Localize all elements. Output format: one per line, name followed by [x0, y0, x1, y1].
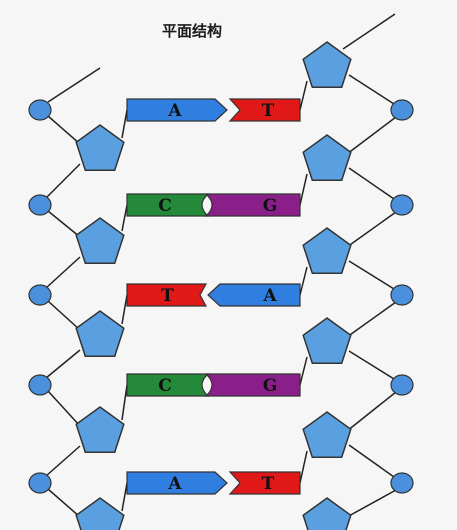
backbone-left [45, 256, 81, 289]
base-A-left [126, 471, 228, 495]
backbone-right [346, 211, 397, 248]
base-label-left: C [158, 196, 172, 216]
glycosidic-right [299, 450, 308, 484]
glycosidic-left [121, 482, 128, 512]
backbone-right [346, 116, 397, 155]
phosphate-right [390, 194, 414, 216]
base-G-right [204, 193, 301, 217]
backbone-left [45, 163, 81, 199]
backbone-right [346, 391, 397, 432]
backbone-left [47, 488, 81, 518]
backbone-right [348, 74, 395, 105]
base-pairs: A T C G T A C G A T [126, 98, 301, 495]
phosphate-left [28, 99, 52, 121]
base-label-left: A [167, 474, 182, 494]
sugar-left [75, 497, 125, 530]
glycosidic-left [121, 384, 128, 421]
backbone-left [45, 349, 81, 379]
sugar-right [302, 134, 352, 181]
sugar-right [302, 227, 352, 274]
backbone-tail-left [47, 67, 101, 103]
phosphates [28, 99, 414, 494]
sugar-right [302, 41, 352, 88]
phosphate-right [390, 99, 414, 121]
base-label-right: G [263, 376, 278, 396]
backbone-right [348, 444, 395, 478]
sugar-left [75, 124, 125, 171]
phosphate-right [390, 472, 414, 494]
base-label-right: A [262, 286, 277, 306]
glycosidic-left [121, 109, 128, 139]
sugar-right [302, 411, 352, 458]
sugar-right [302, 317, 352, 364]
diagram-title: 平面结构 [162, 22, 222, 40]
glycosidic-left [121, 204, 128, 232]
sugar-left [75, 310, 125, 357]
backbone-right [346, 489, 397, 518]
backbone-left [47, 390, 81, 427]
base-label-right: T [262, 101, 275, 121]
base-label-left: T [161, 286, 174, 306]
sugars [75, 41, 352, 530]
backbone-lines [45, 13, 397, 518]
base-label-left: A [167, 101, 182, 121]
phosphate-left [28, 284, 52, 306]
glycosidic-left [121, 294, 128, 325]
base-label-right: G [263, 196, 278, 216]
base-T-right [228, 98, 301, 122]
backbone-left [47, 115, 81, 145]
base-G-right [204, 373, 301, 397]
backbone-tail-right [342, 13, 396, 50]
backbone-left [47, 210, 81, 238]
base-T-left [126, 283, 208, 307]
base-label-left: C [158, 376, 172, 396]
base-T-right [228, 471, 301, 495]
phosphate-right [390, 284, 414, 306]
backbone-right [348, 260, 395, 290]
phosphate-left [28, 472, 52, 494]
backbone-right [348, 167, 395, 200]
sugar-left [75, 406, 125, 453]
base-label-right: T [262, 474, 275, 494]
glycosidic-right [299, 173, 308, 206]
backbone-right [346, 301, 397, 338]
glycosidic-right [299, 80, 308, 111]
glycosidic-right [299, 356, 308, 386]
backbone-right [348, 350, 395, 380]
sugar-right [302, 497, 352, 530]
base-A-right [207, 283, 301, 307]
backbone-left [45, 445, 81, 477]
phosphate-right [390, 374, 414, 396]
phosphate-left [28, 374, 52, 396]
backbone-left [47, 300, 81, 331]
base-A-left [126, 98, 228, 122]
phosphate-left [28, 194, 52, 216]
glycosidic-right [299, 266, 308, 296]
sugar-left [75, 217, 125, 264]
